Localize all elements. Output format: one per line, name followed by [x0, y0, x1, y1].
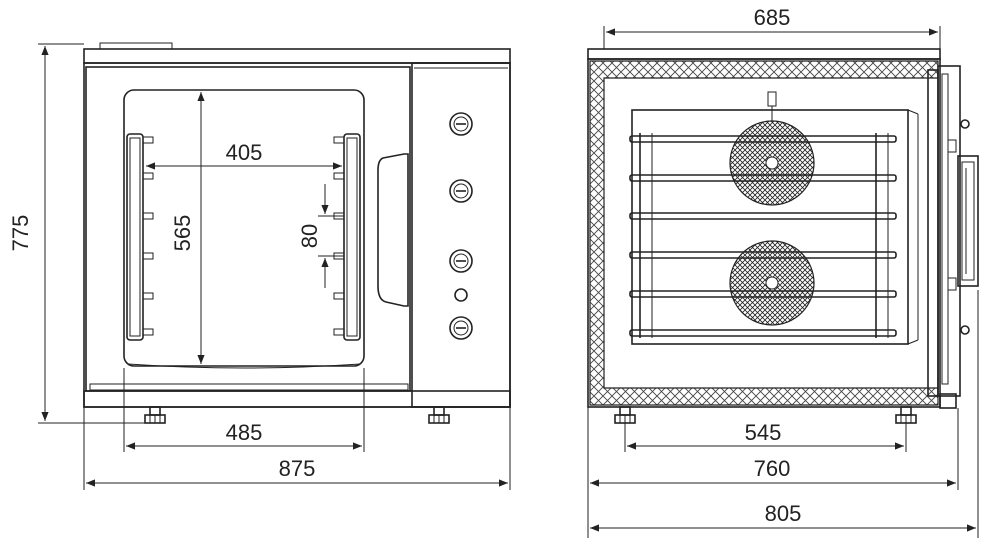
dim-body-depth: 760	[587, 407, 959, 538]
dim-door-opening-width: 485	[123, 368, 365, 452]
left-shelf-rack	[126, 133, 154, 341]
side-top-panel	[587, 48, 941, 60]
dim-top-depth: 685	[603, 5, 941, 49]
dim-shelf-pitch: 80	[297, 184, 344, 288]
right-shelf-rack	[333, 133, 361, 341]
side-body	[587, 58, 941, 408]
dim-overall-depth-label: 805	[765, 501, 802, 526]
front-door-bottom-strip	[89, 383, 409, 391]
front-door	[85, 66, 411, 392]
control-panel	[411, 62, 511, 408]
front-glass-bottom-curve	[127, 363, 361, 369]
knob-3	[449, 249, 473, 273]
knob-2	[449, 179, 473, 203]
side-view: 685 545 760 805	[587, 5, 979, 538]
front-door-glass	[123, 89, 365, 367]
side-hinge	[939, 393, 957, 409]
dim-chamber-width-label: 405	[226, 140, 263, 165]
side-door	[927, 65, 970, 397]
dim-overall-height-label: 775	[8, 215, 33, 252]
front-top-panel	[83, 48, 511, 64]
dim-shelf-pitch-label: 80	[297, 224, 322, 248]
dim-chamber-height-label: 565	[170, 215, 195, 252]
side-chamber	[631, 109, 909, 345]
side-shelf-rack	[629, 133, 897, 338]
dim-feet-spacing-label: 545	[745, 420, 782, 445]
dim-overall-height: 775	[8, 43, 148, 424]
dim-top-depth-label: 685	[754, 5, 791, 30]
dim-feet-spacing: 545	[624, 420, 907, 452]
dim-overall-width: 875	[83, 407, 511, 490]
dim-body-depth-label: 760	[754, 456, 791, 481]
side-foot-left	[614, 406, 636, 424]
side-insulation	[589, 60, 939, 406]
dim-overall-depth: 805	[590, 290, 979, 538]
indicator-lamp	[454, 288, 468, 302]
dim-overall-width-label: 875	[279, 456, 316, 481]
side-sensor	[767, 91, 777, 107]
front-view: 775 405 565 80 485	[8, 42, 511, 490]
front-base	[83, 390, 511, 408]
side-door-handle	[957, 155, 979, 287]
knob-4	[449, 316, 473, 340]
side-foot-right	[895, 406, 917, 424]
dim-door-opening-width-label: 485	[226, 420, 263, 445]
front-top-vent	[99, 42, 173, 50]
front-foot-right	[428, 406, 450, 424]
front-foot-left	[144, 406, 166, 424]
dim-chamber-height: 565	[170, 92, 205, 364]
knob-1	[449, 112, 473, 136]
dim-chamber-width: 405	[146, 140, 342, 170]
door-handle	[377, 153, 409, 307]
